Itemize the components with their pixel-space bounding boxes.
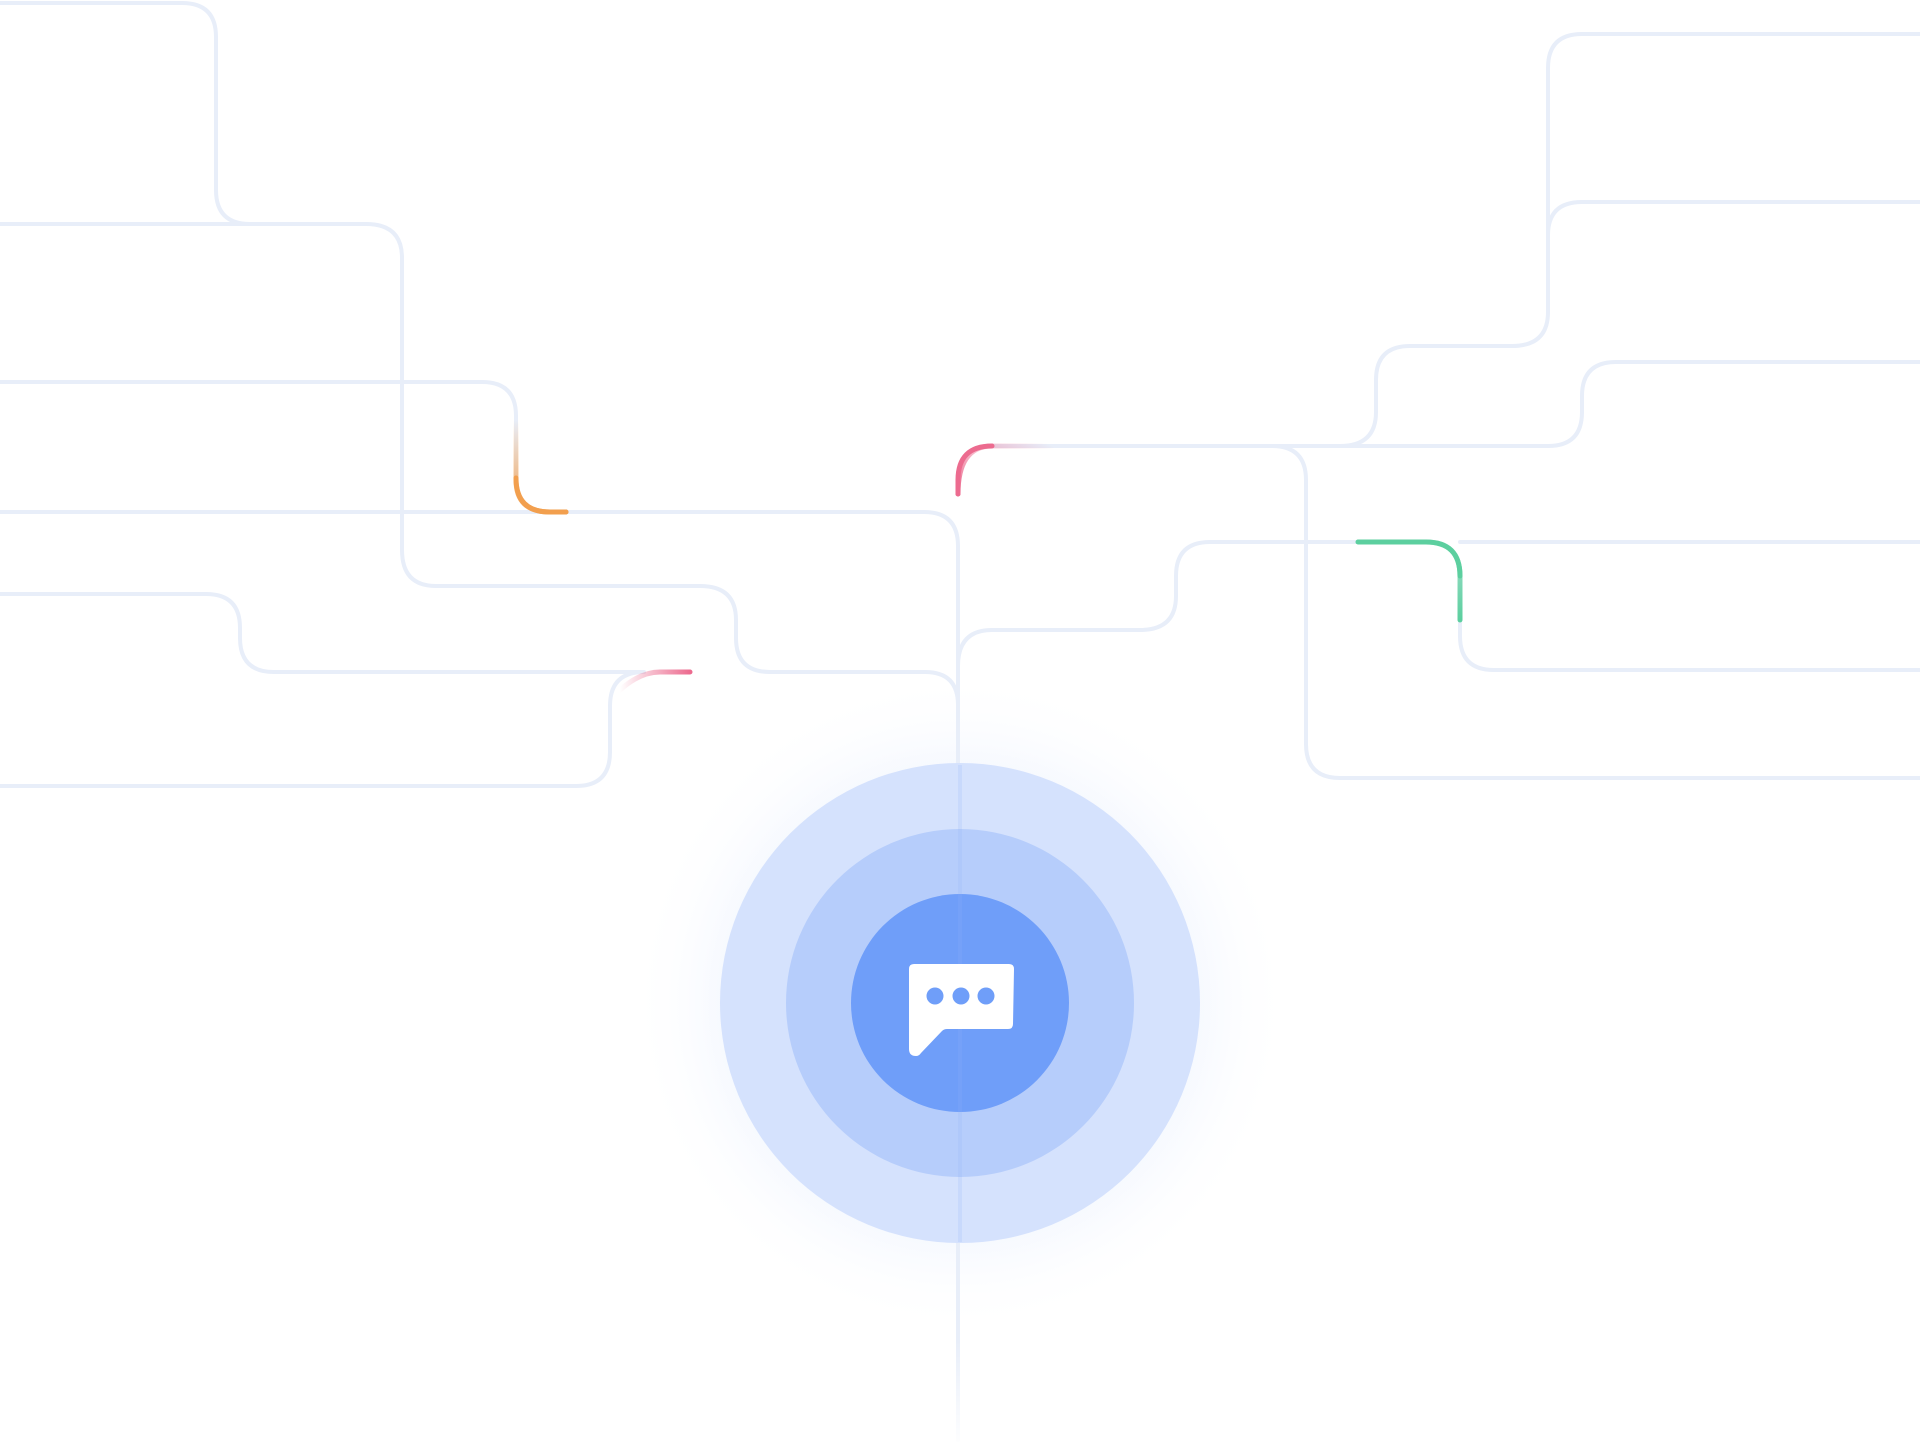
- chat-bubble-ellipsis-icon: [909, 964, 1014, 1056]
- track-line: [956, 540, 1920, 672]
- bubble-dot: [977, 987, 995, 1005]
- bubble-dot: [926, 987, 944, 1005]
- hub[interactable]: [720, 763, 1200, 1243]
- accent-corner-green: [1355, 539, 1463, 579]
- track-line: [0, 592, 646, 788]
- track-line: [0, 1, 960, 707]
- accent-segment-green: [1355, 539, 1463, 623]
- track-line: [1546, 200, 1920, 237]
- track-line: [1304, 360, 1920, 448]
- track-line: [0, 380, 960, 548]
- bubble-dot: [952, 987, 970, 1005]
- bottom-fade: [0, 1340, 1920, 1451]
- accent-corner-pink: [955, 443, 995, 497]
- accent-segment-pink: [617, 669, 693, 693]
- accent-corner-orange: [513, 475, 569, 515]
- accent-segments: [0, 0, 1920, 789]
- track-line: [1038, 32, 1920, 448]
